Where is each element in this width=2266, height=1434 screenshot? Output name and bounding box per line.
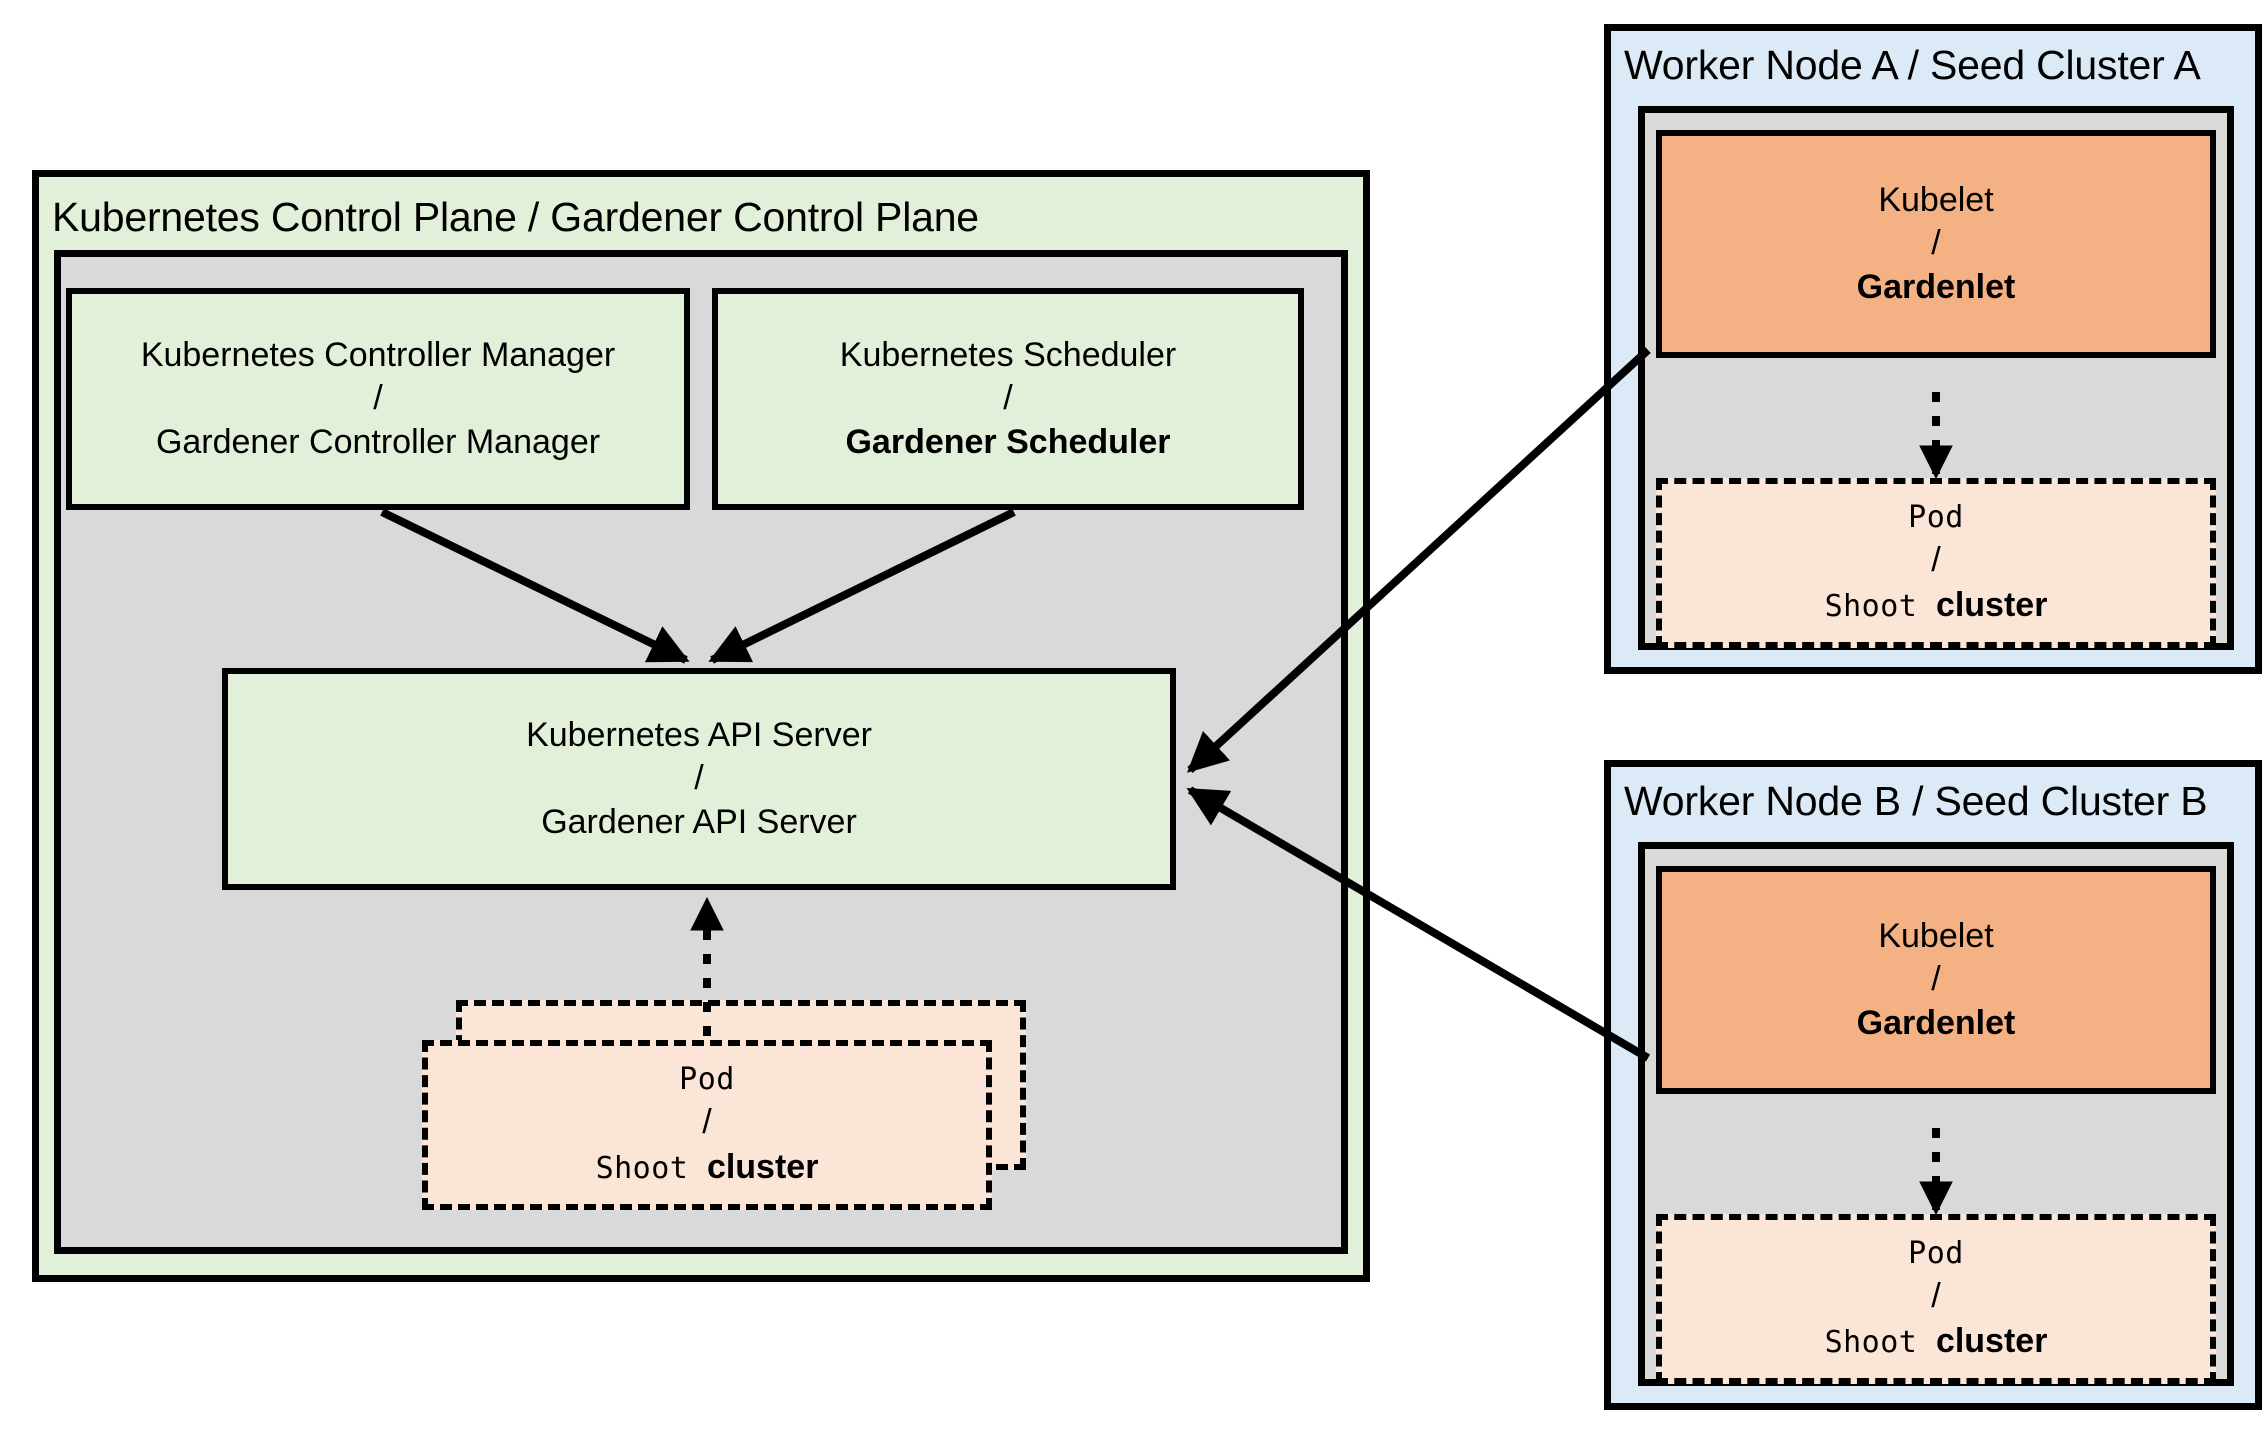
pod-control-plane-box[interactable]: Pod / Shoot cluster [422, 1040, 992, 1210]
controller-manager-separator: / [373, 379, 383, 418]
pod-control-plane-line2-bold: cluster [706, 1147, 819, 1186]
pod-worker-b-line2: Shoot cluster [1825, 1319, 2048, 1364]
worker-node-a-title: Worker Node A / Seed Cluster A [1624, 42, 2201, 88]
kubelet-a-label: Kubelet / Gardenlet [1857, 179, 2016, 310]
pod-worker-b-box[interactable]: Pod / Shoot cluster [1656, 1214, 2216, 1384]
kubelet-b-label: Kubelet / Gardenlet [1857, 915, 2016, 1046]
pod-worker-a-line2-bold: cluster [1935, 585, 2048, 624]
kubernetes-controller-manager-box[interactable]: Kubernetes Controller Manager / Gardener… [66, 288, 690, 510]
pod-worker-a-label: Pod / Shoot cluster [1825, 498, 2048, 627]
pod-worker-a-separator: / [1931, 540, 1941, 579]
api-server-separator: / [694, 759, 704, 798]
kubelet-gardenlet-b-box[interactable]: Kubelet / Gardenlet [1656, 866, 2216, 1094]
kubelet-b-line1: Kubelet [1878, 916, 1994, 955]
kubelet-b-line2: Gardenlet [1856, 1003, 2016, 1042]
scheduler-separator: / [1003, 379, 1013, 418]
controller-manager-line2: Gardener Controller Manager [155, 422, 601, 461]
pod-control-plane-line2: Shoot cluster [596, 1145, 819, 1190]
control-plane-title: Kubernetes Control Plane / Gardener Cont… [52, 194, 979, 240]
api-server-label: Kubernetes API Server / Gardener API Ser… [526, 714, 872, 845]
pod-worker-a-box[interactable]: Pod / Shoot cluster [1656, 478, 2216, 648]
pod-worker-b-line1: Pod [1908, 1236, 1964, 1272]
kubelet-a-line2: Gardenlet [1856, 267, 2016, 306]
pod-control-plane-separator: / [702, 1102, 712, 1141]
kubernetes-api-server-box[interactable]: Kubernetes API Server / Gardener API Ser… [222, 668, 1176, 890]
pod-control-plane-line2-mono: Shoot [595, 1150, 707, 1186]
pod-worker-b-line2-bold: cluster [1935, 1321, 2048, 1360]
kubelet-gardenlet-a-box[interactable]: Kubelet / Gardenlet [1656, 130, 2216, 358]
kubelet-a-separator: / [1931, 224, 1941, 263]
pod-control-plane-line1: Pod [679, 1062, 735, 1098]
kubernetes-scheduler-box[interactable]: Kubernetes Scheduler / Gardener Schedule… [712, 288, 1304, 510]
scheduler-line2: Gardener Scheduler [845, 422, 1171, 461]
controller-manager-line1: Kubernetes Controller Manager [140, 335, 616, 374]
api-server-line1: Kubernetes API Server [526, 715, 872, 754]
scheduler-label: Kubernetes Scheduler / Gardener Schedule… [840, 334, 1176, 465]
pod-worker-b-separator: / [1931, 1276, 1941, 1315]
pod-worker-b-line2-mono: Shoot [1824, 1324, 1936, 1360]
kubelet-b-separator: / [1931, 960, 1941, 999]
pod-control-plane-label: Pod / Shoot cluster [596, 1060, 819, 1189]
pod-worker-a-line2-mono: Shoot [1824, 588, 1936, 624]
controller-manager-label: Kubernetes Controller Manager / Gardener… [141, 334, 615, 465]
worker-node-b-title: Worker Node B / Seed Cluster B [1624, 778, 2208, 824]
pod-worker-a-line2: Shoot cluster [1825, 583, 2048, 628]
kubelet-a-line1: Kubelet [1878, 180, 1994, 219]
api-server-line2: Gardener API Server [541, 802, 857, 841]
pod-worker-a-line1: Pod [1908, 500, 1964, 536]
pod-worker-b-label: Pod / Shoot cluster [1825, 1234, 2048, 1363]
scheduler-line1: Kubernetes Scheduler [839, 335, 1177, 374]
